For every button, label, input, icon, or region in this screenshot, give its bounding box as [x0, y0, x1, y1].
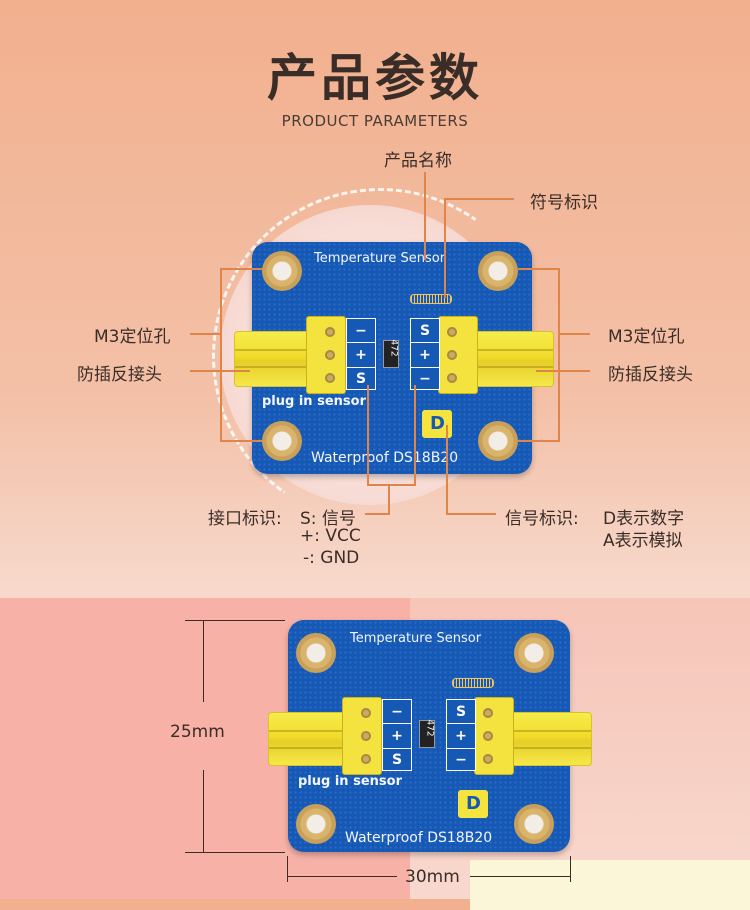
leader-line	[220, 440, 262, 442]
leader-line	[190, 370, 250, 372]
dimension-line	[185, 852, 285, 853]
background-paper	[470, 860, 750, 910]
label-mount-right: M3定位孔	[608, 327, 685, 347]
leader-line	[424, 172, 426, 260]
leader-line	[414, 385, 416, 485]
label-interface-title: 接口标识:	[208, 509, 282, 529]
mount-hole	[514, 633, 554, 673]
pin-label: −	[455, 752, 467, 769]
label-signal-title: 信号标识:	[505, 509, 579, 529]
cable-right	[474, 331, 554, 387]
board-name-text: Temperature Sensor	[350, 631, 482, 646]
mount-hole	[296, 804, 336, 844]
resistor-text: 472	[424, 719, 435, 737]
connector-left	[342, 697, 382, 775]
label-signal-line: A表示模拟	[603, 531, 683, 551]
leader-line	[558, 333, 590, 335]
plug-in-text: plug in sensor	[262, 394, 366, 409]
dimension-line	[203, 770, 204, 852]
connector-right	[438, 316, 478, 394]
connector-right	[474, 697, 514, 775]
dimension-line	[570, 856, 571, 882]
dimension-line	[470, 876, 570, 877]
mount-hole	[296, 633, 336, 673]
dimension-line	[185, 620, 285, 621]
pin-label: +	[411, 343, 439, 368]
pin-label: +	[383, 724, 411, 749]
thermometer-icon	[452, 678, 494, 688]
dimension-width: 30mm	[405, 867, 460, 887]
pin-label: S	[355, 371, 367, 388]
thermometer-icon	[410, 294, 452, 304]
cable-left	[234, 331, 314, 387]
dimension-line	[203, 620, 204, 702]
dimension-line	[287, 856, 288, 882]
pin-label: −	[383, 700, 411, 725]
resistor	[419, 720, 435, 748]
pin-label: S	[447, 700, 475, 725]
label-signal-line: D表示数字	[603, 509, 685, 529]
leader-line	[518, 268, 560, 270]
pin-labels-right: S + −	[446, 699, 476, 771]
leader-line	[220, 268, 222, 441]
leader-line	[518, 440, 560, 442]
mount-hole	[478, 421, 518, 461]
pin-labels-right: S + −	[410, 318, 440, 390]
leader-line	[444, 198, 446, 298]
connector-left	[306, 316, 346, 394]
dimension-height: 25mm	[170, 722, 225, 742]
label-mount-left: M3定位孔	[94, 327, 171, 347]
leader-line	[220, 268, 262, 270]
board-footer-text: Waterproof DS18B20	[345, 830, 493, 846]
label-product-name: 产品名称	[384, 151, 452, 171]
mount-hole	[514, 804, 554, 844]
leader-line	[388, 484, 390, 514]
leader-line	[367, 385, 369, 485]
label-connector-left: 防插反接头	[77, 365, 162, 385]
pin-label: S	[391, 752, 403, 769]
mount-hole	[478, 251, 518, 291]
cable-left	[268, 712, 350, 766]
label-connector-right: 防插反接头	[608, 365, 693, 385]
mount-hole	[262, 251, 302, 291]
leader-line	[446, 513, 496, 515]
leader-line	[365, 513, 390, 515]
pin-label: −	[347, 319, 375, 344]
leader-line	[367, 484, 416, 486]
board-name-text: Temperature Sensor	[314, 251, 446, 266]
leader-line	[446, 425, 448, 515]
pin-labels-left: − + S	[346, 318, 376, 390]
leader-line	[536, 370, 590, 372]
label-symbol-mark: 符号标识	[530, 193, 598, 213]
plug-in-text: plug in sensor	[298, 774, 402, 789]
label-interface-line: -: GND	[303, 548, 360, 568]
pin-label: −	[419, 371, 431, 388]
signal-d-icon: D	[458, 790, 488, 818]
leader-line	[444, 198, 514, 200]
resistor	[383, 340, 399, 368]
mount-hole	[262, 421, 302, 461]
cable-right	[510, 712, 592, 766]
pin-label: S	[411, 319, 439, 344]
dimension-line	[287, 876, 397, 877]
resistor-text: 472	[388, 339, 399, 357]
page-title: 产品参数	[267, 49, 483, 107]
leader-line	[558, 268, 560, 441]
leader-line	[190, 333, 220, 335]
board-footer-text: Waterproof DS18B20	[311, 450, 459, 466]
pin-label: +	[347, 343, 375, 368]
pin-label: +	[447, 724, 475, 749]
label-interface-line: +: VCC	[300, 526, 361, 546]
page-subtitle: PRODUCT PARAMETERS	[281, 112, 469, 130]
label-interface-line: S: 信号	[300, 509, 356, 529]
pin-labels-left: − + S	[382, 699, 412, 771]
